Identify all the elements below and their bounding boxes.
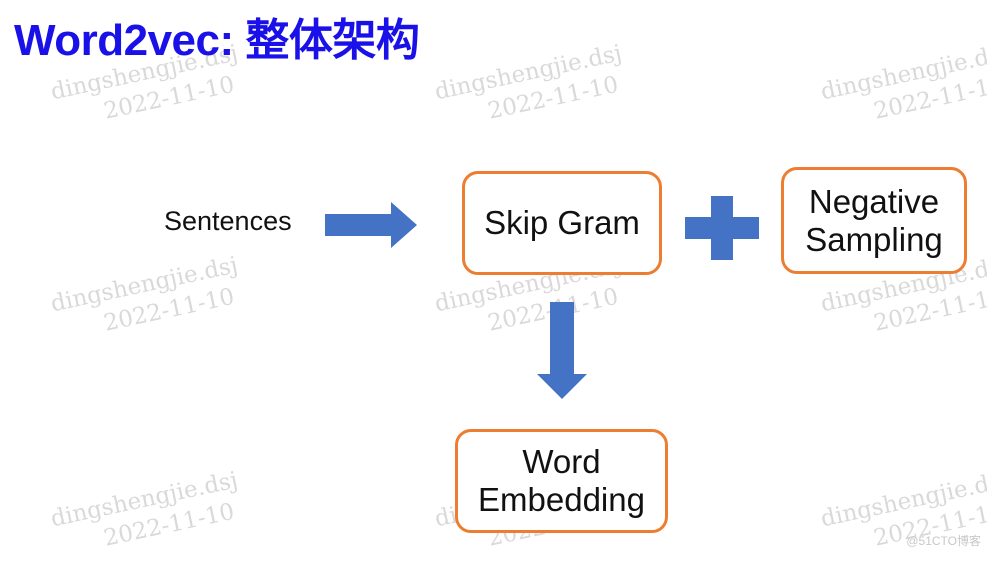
word-embedding-line2: Embedding bbox=[478, 481, 645, 518]
plus-icon bbox=[685, 196, 759, 260]
negative-sampling-line1: Negative bbox=[808, 182, 940, 220]
sentences-label: Sentences bbox=[164, 206, 292, 236]
negative-sampling-box: Negative Sampling bbox=[781, 167, 967, 274]
skip-gram-label: Skip Gram bbox=[484, 204, 640, 241]
right-arrow-icon bbox=[325, 202, 417, 248]
word-embedding-box: Word Embedding bbox=[455, 429, 668, 533]
footer-watermark: @51CTO博客 bbox=[906, 534, 981, 548]
negative-sampling-line2: Sampling bbox=[805, 220, 943, 258]
down-arrow-icon bbox=[537, 302, 587, 399]
skip-gram-box: Skip Gram bbox=[462, 171, 662, 275]
page-title: Word2vec: 整体架构 bbox=[14, 16, 420, 65]
word-embedding-line1: Word bbox=[522, 443, 601, 480]
